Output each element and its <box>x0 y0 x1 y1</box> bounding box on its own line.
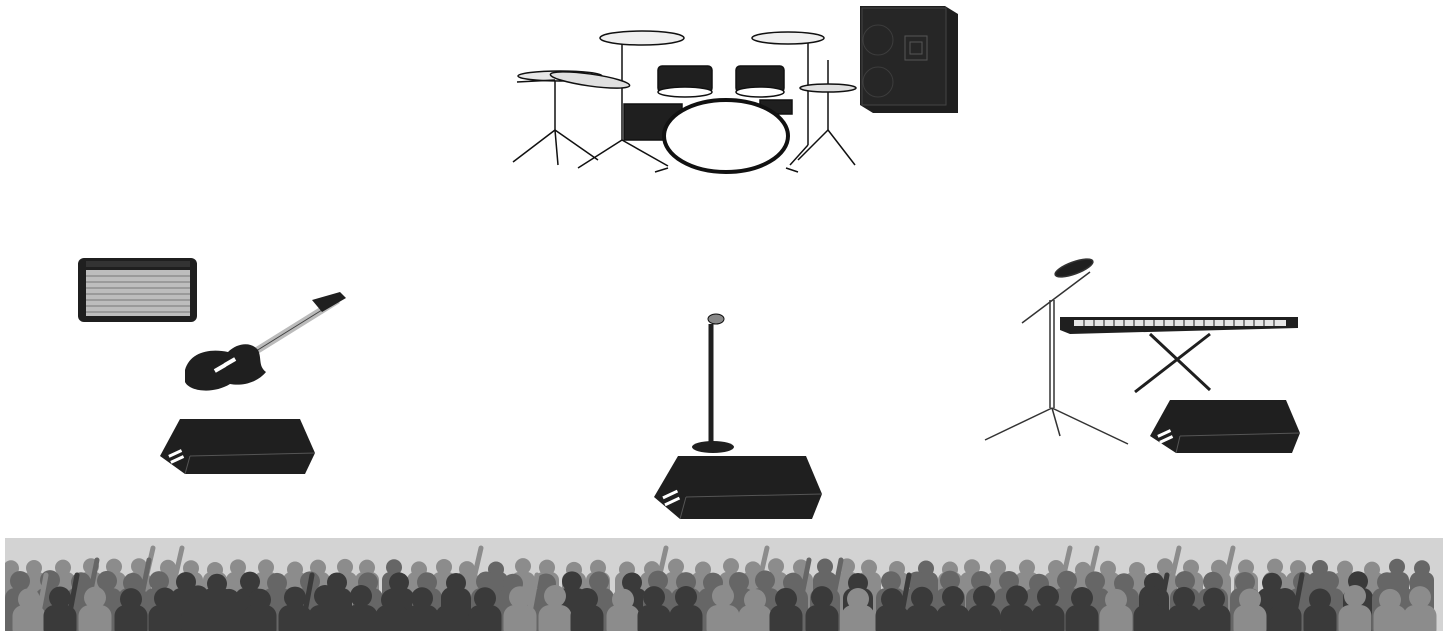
crowd-body <box>309 605 342 631</box>
microphone-stand-icon <box>692 314 734 453</box>
crowd-body <box>1168 605 1201 631</box>
crowd-head <box>1409 586 1431 608</box>
keyboard-icon <box>1060 317 1298 392</box>
crowd-head <box>675 586 697 608</box>
crowd-body <box>376 605 409 631</box>
crowd-body <box>1339 605 1372 631</box>
crowd-body <box>539 605 572 631</box>
crowd-body <box>79 605 112 631</box>
crowd-head <box>768 558 784 574</box>
crowd-head <box>509 586 531 608</box>
crowd-head <box>1157 558 1173 574</box>
crowd-body <box>1374 605 1407 631</box>
crowd-body <box>115 605 148 631</box>
crowd-body <box>1234 605 1267 631</box>
floor-monitor-right <box>1150 400 1300 453</box>
crowd-head <box>515 558 531 574</box>
crowd-body <box>1032 605 1065 631</box>
crowd-head <box>942 586 964 608</box>
crowd-body <box>213 605 246 631</box>
crowd-body <box>244 605 277 631</box>
crowd-body <box>806 605 839 631</box>
crowd-body <box>906 605 939 631</box>
crowd-body <box>149 605 182 631</box>
crowd-head <box>187 585 209 607</box>
crowd-body <box>1198 605 1231 631</box>
crowd-head <box>712 585 734 607</box>
crowd-body <box>345 605 378 631</box>
crowd-head <box>314 585 336 607</box>
drum-kit-icon <box>513 31 856 172</box>
crowd-body <box>1100 605 1133 631</box>
crowd-body <box>571 605 604 631</box>
speaker-cabinet-icon <box>860 6 958 113</box>
crowd-body <box>707 605 740 631</box>
crowd-body <box>638 605 671 631</box>
crowd-body <box>436 605 469 631</box>
crowd-head <box>1057 571 1077 591</box>
crowd-body <box>670 605 703 631</box>
crowd-head <box>973 586 995 608</box>
crowd-head <box>1139 586 1161 608</box>
crowd-body <box>607 605 640 631</box>
crowd-body <box>406 605 439 631</box>
crowd-head <box>1344 585 1366 607</box>
crowd-body <box>842 605 875 631</box>
crowd-head <box>811 586 833 608</box>
crowd-body <box>1066 605 1099 631</box>
electric-guitar-icon <box>185 292 346 391</box>
boom-mic-stand-icon <box>985 256 1128 444</box>
crowd-body <box>968 605 1001 631</box>
floor-monitor-left <box>160 419 315 474</box>
crowd-body <box>1001 605 1034 631</box>
crowd-body <box>739 605 772 631</box>
crowd-body <box>469 605 502 631</box>
crowd-head <box>1006 585 1028 607</box>
crowd-head <box>755 570 775 590</box>
crowd-body <box>770 605 803 631</box>
crowd-head <box>544 585 566 607</box>
crowd-body <box>1304 605 1337 631</box>
guitar-amp-icon <box>78 258 197 322</box>
crowd-body <box>937 605 970 631</box>
crowd-body <box>182 605 215 631</box>
crowd-head <box>723 558 739 574</box>
crowd-silhouette-icon <box>5 538 1443 631</box>
crowd-body <box>1404 605 1437 631</box>
crowd-head <box>1037 586 1059 608</box>
crowd-head <box>643 586 665 608</box>
crowd-head <box>350 585 372 607</box>
floor-monitor-center <box>654 456 822 519</box>
